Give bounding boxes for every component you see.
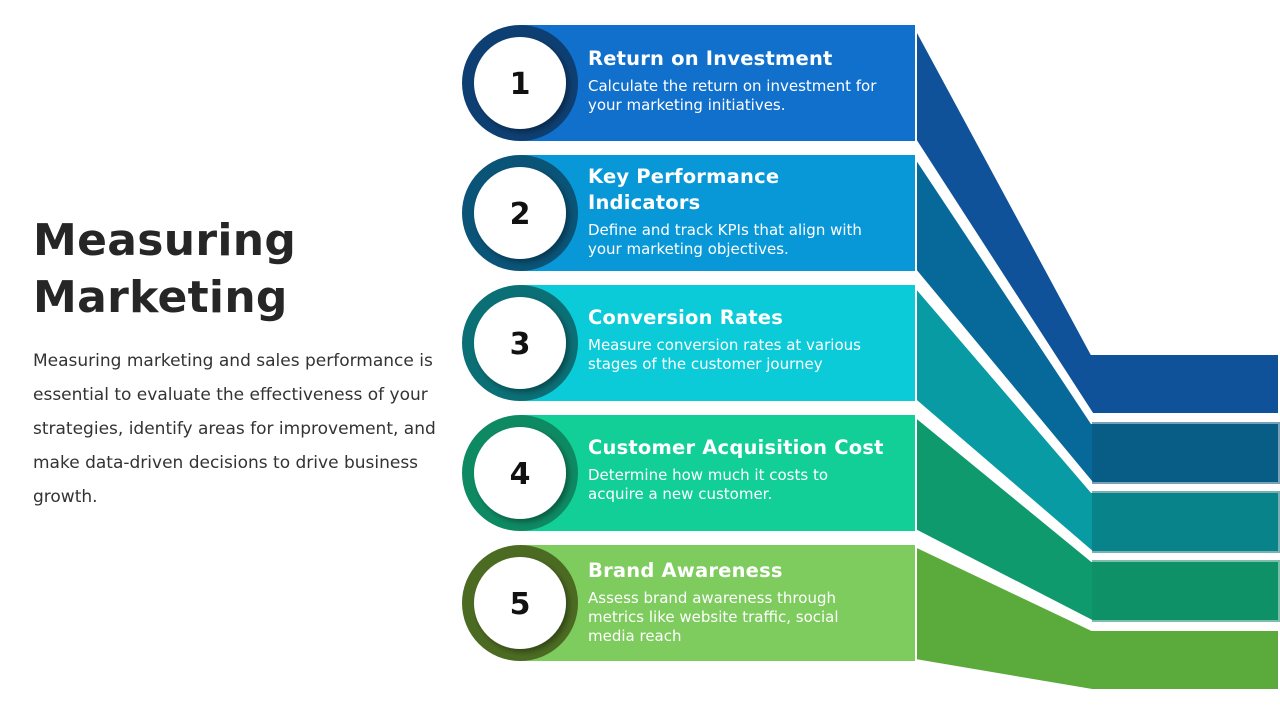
slide-body-text: Measuring marketing and sales performanc… [33, 351, 436, 507]
step-2-title: Key Performance Indicators [588, 165, 780, 214]
step-4-tail [1092, 560, 1280, 622]
step-4-description: Determine how much it costs to acquire a… [588, 466, 829, 503]
step-3-description: Measure conversion rates at various stag… [588, 336, 861, 373]
step-3-number: 3 [510, 327, 531, 362]
step-2-tail [1092, 422, 1280, 484]
step-1-number: 1 [510, 67, 531, 102]
step-2-bar [520, 155, 915, 271]
step-3-circle [474, 297, 566, 389]
step-5-title: Brand Awareness [588, 559, 783, 582]
step-2-description: Define and track KPIs that align with yo… [588, 221, 862, 258]
step-1-bar [520, 25, 915, 141]
step-4-bar [520, 415, 915, 531]
step-1-circle [474, 37, 566, 129]
step-5-number: 5 [510, 587, 531, 622]
step-1-title: Return on Investment [588, 47, 833, 70]
slide-title-line-1: Measuring [33, 215, 297, 266]
step-5-bar [520, 545, 915, 661]
step-3-bar [520, 285, 915, 401]
step-4-title: Customer Acquisition Cost [588, 436, 884, 459]
step-4-number: 4 [510, 457, 531, 492]
step-5-description: Assess brand awareness through metrics l… [588, 589, 839, 645]
step-2-circle [474, 167, 566, 259]
step-3-tail [1092, 491, 1280, 553]
step-2-number: 2 [510, 197, 531, 232]
step-5-circle [474, 557, 566, 649]
step-3-title: Conversion Rates [588, 306, 784, 329]
step-1-description: Calculate the return on investment for y… [588, 77, 877, 114]
slide-title-line-2: Marketing [33, 272, 288, 323]
slide-title: Measuring Marketing [33, 212, 433, 326]
step-4-circle [474, 427, 566, 519]
